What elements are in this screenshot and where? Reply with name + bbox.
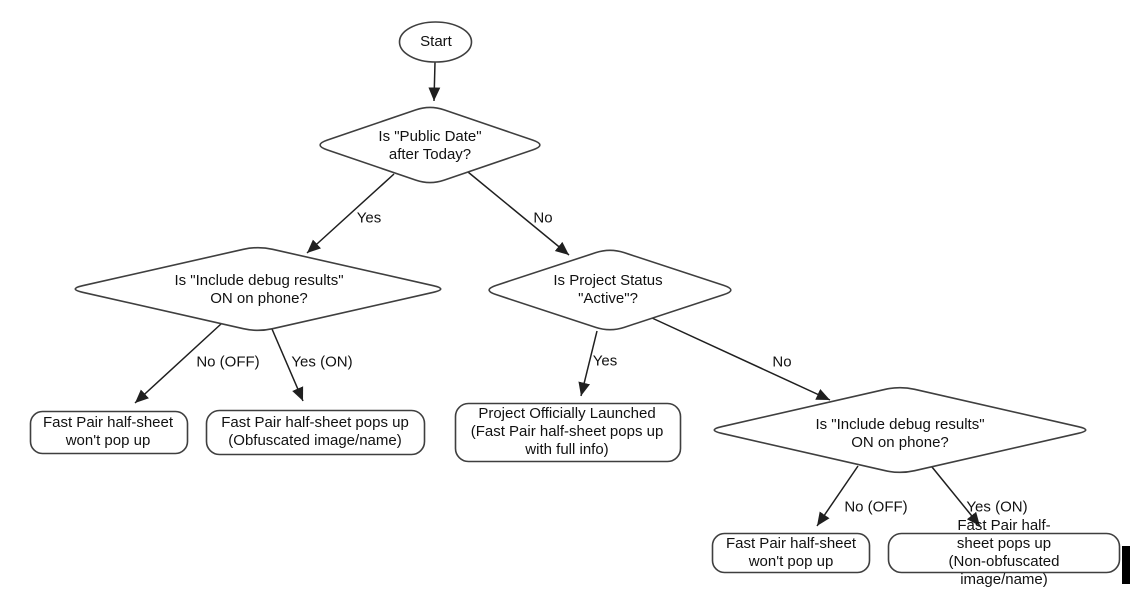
node-obfuscated: Fast Pair half-sheet pops up (Obfuscated… xyxy=(221,414,409,449)
edge-label-mid-yes: Yes xyxy=(592,352,618,370)
decision-public-date-shape xyxy=(319,106,541,184)
edge-label-top-no: No xyxy=(533,209,553,227)
edge-start-to-public-date xyxy=(428,61,441,102)
edge-no-to-debug-right xyxy=(651,317,831,401)
node-no-popup-right: Fast Pair half-sheet won't pop up xyxy=(725,535,857,570)
edge-no-to-project-status xyxy=(467,171,570,256)
edge-label-right-no-off: No (OFF) xyxy=(844,498,908,516)
edge-label-mid-no: No xyxy=(772,353,792,371)
result-obfuscated-shape xyxy=(205,409,426,456)
edge-no-off-to-no-popup-left xyxy=(134,323,222,404)
node-project-status: Is Project Status "Active"? xyxy=(553,272,663,307)
node-debug-left: Is "Include debug results" ON on phone? xyxy=(174,272,344,307)
edge-yes-on-to-obfuscated xyxy=(271,328,304,402)
result-non-obfuscated-shape xyxy=(887,532,1121,574)
node-public-date: Is "Public Date" after Today? xyxy=(378,128,482,163)
edge-no-off-to-no-popup-right xyxy=(816,465,859,527)
edge-label-left-yes-on: Yes (ON) xyxy=(291,353,353,371)
text-cursor-bar xyxy=(1122,546,1130,584)
edge-label-top-yes: Yes xyxy=(356,209,382,227)
edge-yes-to-launched xyxy=(578,330,598,397)
edge-yes-on-to-non-obfuscated xyxy=(931,466,981,527)
edge-label-right-yes-on: Yes (ON) xyxy=(966,498,1028,516)
node-non-obfuscated: Fast Pair half-sheet pops up (Non-obfusc… xyxy=(948,517,1060,588)
node-debug-right: Is "Include debug results" ON on phone? xyxy=(815,416,985,451)
start-oval-shape xyxy=(398,21,473,63)
node-no-popup-left: Fast Pair half-sheet won't pop up xyxy=(42,414,174,449)
result-no-popup-right-shape xyxy=(711,532,871,574)
result-no-popup-left-shape xyxy=(29,410,189,455)
decision-debug-left-shape xyxy=(74,246,442,332)
decision-project-status-shape xyxy=(488,249,732,331)
edge-label-left-no-off: No (OFF) xyxy=(196,353,260,371)
result-launched-shape xyxy=(454,402,682,463)
decision-debug-right-shape xyxy=(713,386,1087,474)
node-launched: Project Officially Launched (Fast Pair h… xyxy=(470,405,664,458)
node-start: Start xyxy=(420,33,452,50)
edge-yes-to-debug-left xyxy=(306,173,395,254)
